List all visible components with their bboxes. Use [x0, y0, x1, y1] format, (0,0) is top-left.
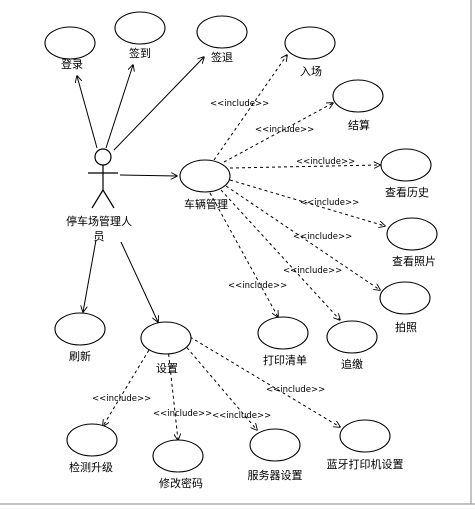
use-case-checkin-label: 签到 [129, 46, 151, 60]
use-case-vehicle[interactable]: 车辆管理 [179, 159, 231, 211]
use-case-bt-printer[interactable]: 蓝牙打印机设置 [327, 419, 404, 471]
use-case-photos[interactable]: 查看照片 [386, 217, 438, 268]
use-case-photos-ellipse [386, 217, 438, 251]
use-case-print[interactable]: 打印清单 [257, 316, 309, 367]
stereotype-upgrade: <<include>> [92, 394, 151, 404]
use-case-photo[interactable]: 拍照 [379, 281, 431, 334]
use-case-checkin-ellipse [114, 11, 166, 45]
include-bt-printer-line [189, 336, 340, 427]
assoc-refresh [83, 239, 97, 312]
use-case-upgrade-ellipse [66, 423, 118, 457]
include-settle-line [223, 103, 333, 163]
use-case-history-ellipse [380, 148, 432, 182]
actor-head [94, 148, 112, 166]
actor-right-leg [102, 189, 115, 209]
use-case-settings-ellipse [140, 321, 192, 355]
actor-label-line2: 员 [94, 230, 105, 243]
stereotype-server: <<include>> [212, 411, 271, 421]
use-case-checkout-ellipse [196, 15, 248, 49]
use-case-bt-printer-ellipse [339, 419, 391, 453]
use-case-settle[interactable]: 结算 [332, 79, 384, 132]
stereotype-photos: <<include>> [300, 198, 359, 208]
use-case-settle-label: 结算 [348, 118, 370, 132]
use-case-settings[interactable]: 设置 [140, 321, 192, 375]
use-case-entry-ellipse [284, 26, 336, 60]
use-case-server-ellipse [249, 428, 301, 462]
use-case-collect-ellipse [326, 320, 378, 354]
use-case-server-label: 服务器设置 [248, 469, 303, 482]
stereotype-entry: <<include>> [210, 99, 269, 109]
assoc-checkin [105, 65, 133, 149]
use-case-refresh[interactable]: 刷新 [54, 312, 106, 363]
assoc-settings [120, 241, 158, 322]
use-case-login-ellipse [44, 26, 96, 60]
use-case-login[interactable]: 登录 [44, 26, 96, 71]
use-case-entry[interactable]: 入场 [284, 26, 336, 78]
use-case-login-label: 登录 [61, 57, 83, 71]
include-relations [103, 55, 385, 440]
stereotype-bt-printer: <<include>> [266, 385, 325, 395]
actor-parking-manager: 停车场管理人 员 [66, 148, 132, 243]
use-case-settings-label: 设置 [156, 362, 178, 375]
include-server-line [182, 342, 257, 430]
assoc-login [77, 76, 98, 149]
use-case-print-ellipse [257, 316, 309, 350]
actor-label-line1: 停车场管理人 [66, 214, 132, 228]
include-labels: <<include>> <<include>> <<include>> <<in… [92, 99, 359, 421]
stereotype-photo: <<include>> [293, 232, 352, 242]
use-case-print-label: 打印清单 [263, 353, 307, 367]
use-case-vehicle-label: 车辆管理 [184, 197, 228, 211]
use-case-checkin[interactable]: 签到 [114, 11, 166, 60]
include-history-line [229, 165, 380, 168]
assoc-checkout [113, 57, 204, 151]
include-photos-line [229, 179, 385, 226]
include-photo-line [225, 185, 380, 290]
stereotype-password: <<include>> [153, 409, 212, 419]
use-case-bt-printer-label: 蓝牙打印机设置 [327, 457, 404, 471]
use-case-history-label: 查看历史 [385, 185, 429, 199]
use-case-history[interactable]: 查看历史 [380, 148, 432, 199]
stereotype-history: <<include>> [296, 157, 355, 167]
use-case-checkout-label: 签退 [211, 50, 233, 64]
use-case-settle-ellipse [332, 79, 384, 113]
use-case-password-label: 修改密码 [159, 476, 203, 490]
use-case-refresh-ellipse [54, 312, 106, 346]
use-case-vehicle-ellipse [179, 159, 231, 193]
stereotype-print: <<include>> [228, 281, 287, 291]
use-case-password-ellipse [152, 439, 204, 473]
use-case-photos-label: 查看照片 [392, 254, 436, 268]
associations [77, 57, 204, 322]
use-case-server[interactable]: 服务器设置 [248, 428, 303, 482]
actor-left-leg [91, 189, 104, 209]
use-case-upgrade-label: 检测升级 [69, 460, 113, 474]
include-upgrade-line [103, 344, 153, 426]
include-collect-line [220, 189, 340, 320]
use-case-photo-label: 拍照 [395, 320, 417, 334]
use-case-password[interactable]: 修改密码 [152, 439, 204, 490]
use-case-collect-label: 追缴 [341, 357, 363, 371]
assoc-vehicle [119, 175, 177, 176]
use-case-upgrade[interactable]: 检测升级 [66, 423, 118, 474]
stereotype-settle: <<include>> [255, 125, 314, 135]
use-case-entry-label: 入场 [300, 64, 322, 78]
include-print-line [209, 192, 278, 317]
use-case-checkout[interactable]: 签退 [196, 15, 248, 64]
use-case-refresh-label: 刷新 [69, 349, 91, 363]
use-case-collect[interactable]: 追缴 [326, 320, 378, 371]
stereotype-collect: <<include>> [283, 266, 342, 276]
use-case-photo-ellipse [379, 281, 431, 315]
